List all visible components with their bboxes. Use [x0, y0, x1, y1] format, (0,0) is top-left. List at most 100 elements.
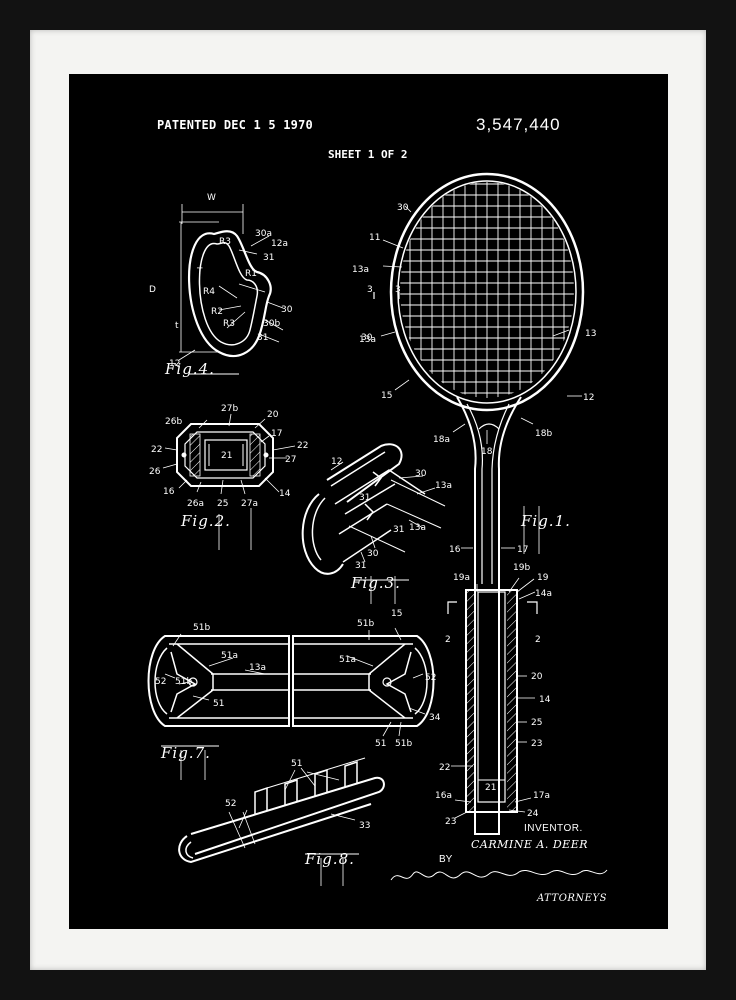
label-27a: 27a	[241, 499, 258, 509]
label-R3-lower: R3	[223, 319, 235, 329]
label-30-fig3-b: 30	[367, 549, 379, 559]
label-20: 20	[531, 672, 543, 682]
patent-date: PATENTED DEC 1 5 1970	[157, 118, 313, 132]
label-30-fig4: 30	[281, 305, 293, 315]
label-R1: R1	[245, 269, 257, 279]
fig8-caption: Fig.8.	[304, 850, 355, 868]
label-16-fig2: 16	[163, 487, 175, 497]
label-15-fig7: 15	[391, 609, 402, 619]
label-12a: 12a	[271, 239, 288, 249]
label-12-fig3: 12	[331, 457, 342, 467]
label-26b: 26b	[165, 417, 182, 427]
label-30-fig3: 30	[415, 469, 427, 479]
label-30a: 30a	[255, 229, 272, 239]
fig4-caption: Fig.4.	[164, 360, 215, 378]
sheet-number: SHEET 1 OF 2	[328, 148, 408, 161]
label-51-right: 51	[375, 739, 386, 749]
label-51-fig8: 51	[291, 759, 302, 769]
label-16a: 16a	[435, 791, 452, 801]
fig8-strip	[178, 757, 385, 886]
fig4-section	[178, 204, 284, 375]
fig1-racket	[373, 172, 585, 835]
label-31-fig3-b: 31	[393, 525, 404, 535]
label-18a: 18a	[433, 435, 450, 445]
label-31-fig3-c: 31	[355, 561, 366, 571]
label-21: 21	[485, 783, 496, 793]
label-15: 15	[381, 391, 392, 401]
label-22-fig2-left: 22	[151, 445, 162, 455]
label-31: 31	[263, 253, 274, 263]
label-52-left: 52	[155, 677, 166, 687]
patent-print: PATENTED DEC 1 5 1970 3,547,440 SHEET 1 …	[69, 74, 668, 929]
label-t: t	[175, 321, 179, 331]
label-13: 13	[585, 329, 596, 339]
figure-captions: Fig.4. Fig.2. Fig.3. Fig.1. Fig.7. Fig.8…	[160, 360, 571, 868]
label-14: 14	[539, 695, 551, 705]
label-30: 30	[397, 203, 409, 213]
label-23: 23	[531, 739, 542, 749]
reference-labels: 30 11 13a 3 3 13a 30 13 15 12 18a 18 18b…	[149, 193, 596, 831]
label-18b: 18b	[535, 429, 552, 439]
patent-drawing: 30 11 13a 3 3 13a 30 13 15 12 18a 18 18b…	[147, 172, 608, 886]
label-24: 24	[527, 809, 539, 819]
label-26a: 26a	[187, 499, 204, 509]
label-52-right: 52	[425, 673, 436, 683]
label-2-right: 2	[535, 635, 541, 645]
patent-number: 3,547,440	[476, 115, 561, 134]
racket-throat	[456, 396, 522, 835]
label-14-fig2: 14	[279, 489, 291, 499]
label-51a-left: 51a	[221, 651, 238, 661]
label-22: 22	[439, 763, 450, 773]
label-33: 33	[359, 821, 370, 831]
label-51-left: 51	[213, 699, 224, 709]
label-19a: 19a	[453, 573, 470, 583]
label-18: 18	[481, 447, 493, 457]
label-23-lower: 23	[445, 817, 456, 827]
fig1-caption: Fig.1.	[520, 512, 571, 530]
label-W: W	[207, 193, 216, 203]
label-T: T	[196, 267, 203, 277]
label-51a-right: 51a	[339, 655, 356, 665]
label-13a-lower: 13a	[359, 335, 376, 345]
by-label: BY	[439, 854, 453, 865]
label-27b: 27b	[221, 404, 238, 414]
label-51b-inner: 51b	[175, 677, 192, 687]
label-31-fig3: 31	[359, 493, 370, 503]
label-51b-lower: 51b	[395, 739, 412, 749]
label-12-fig4: 12	[169, 359, 180, 369]
label-R3: R3	[219, 237, 231, 247]
label-25-fig2: 25	[217, 499, 228, 509]
fig2-section	[162, 413, 296, 550]
label-13a-fig3: 13a	[435, 481, 452, 491]
label-30-left: 30	[361, 333, 373, 343]
label-19b: 19b	[513, 563, 530, 573]
attorneys-label: ATTORNEYS	[537, 893, 607, 904]
fig3-caption: Fig.3.	[350, 574, 401, 592]
fig7-channels	[147, 627, 435, 780]
label-13a-fig7: 13a	[249, 663, 266, 673]
label-13a: 13a	[352, 265, 369, 275]
label-2-left: 2	[445, 635, 451, 645]
label-12: 12	[583, 393, 594, 403]
inventor-name: CARMINE A. DEER	[471, 838, 589, 851]
label-27: 27	[285, 455, 296, 465]
label-14a: 14a	[535, 589, 552, 599]
label-D: D	[149, 285, 156, 295]
label-17: 17	[517, 545, 528, 555]
label-13a-fig3-b: 13a	[409, 523, 426, 533]
label-R2: R2	[211, 307, 223, 317]
label-21-fig2: 21	[221, 451, 232, 461]
label-17-fig2: 17	[271, 429, 282, 439]
label-3-right: 3	[395, 285, 401, 295]
label-3-left: 3	[367, 285, 373, 295]
racket-frame-inner	[397, 180, 577, 404]
label-16: 16	[449, 545, 461, 555]
label-19: 19	[537, 573, 549, 583]
label-26: 26	[149, 467, 161, 477]
label-34: 34	[429, 713, 441, 723]
label-25: 25	[531, 718, 542, 728]
fig7-caption: Fig.7.	[160, 744, 211, 762]
label-17a: 17a	[533, 791, 550, 801]
label-51b-right: 51b	[357, 619, 374, 629]
label-30b: 30b	[263, 319, 280, 329]
